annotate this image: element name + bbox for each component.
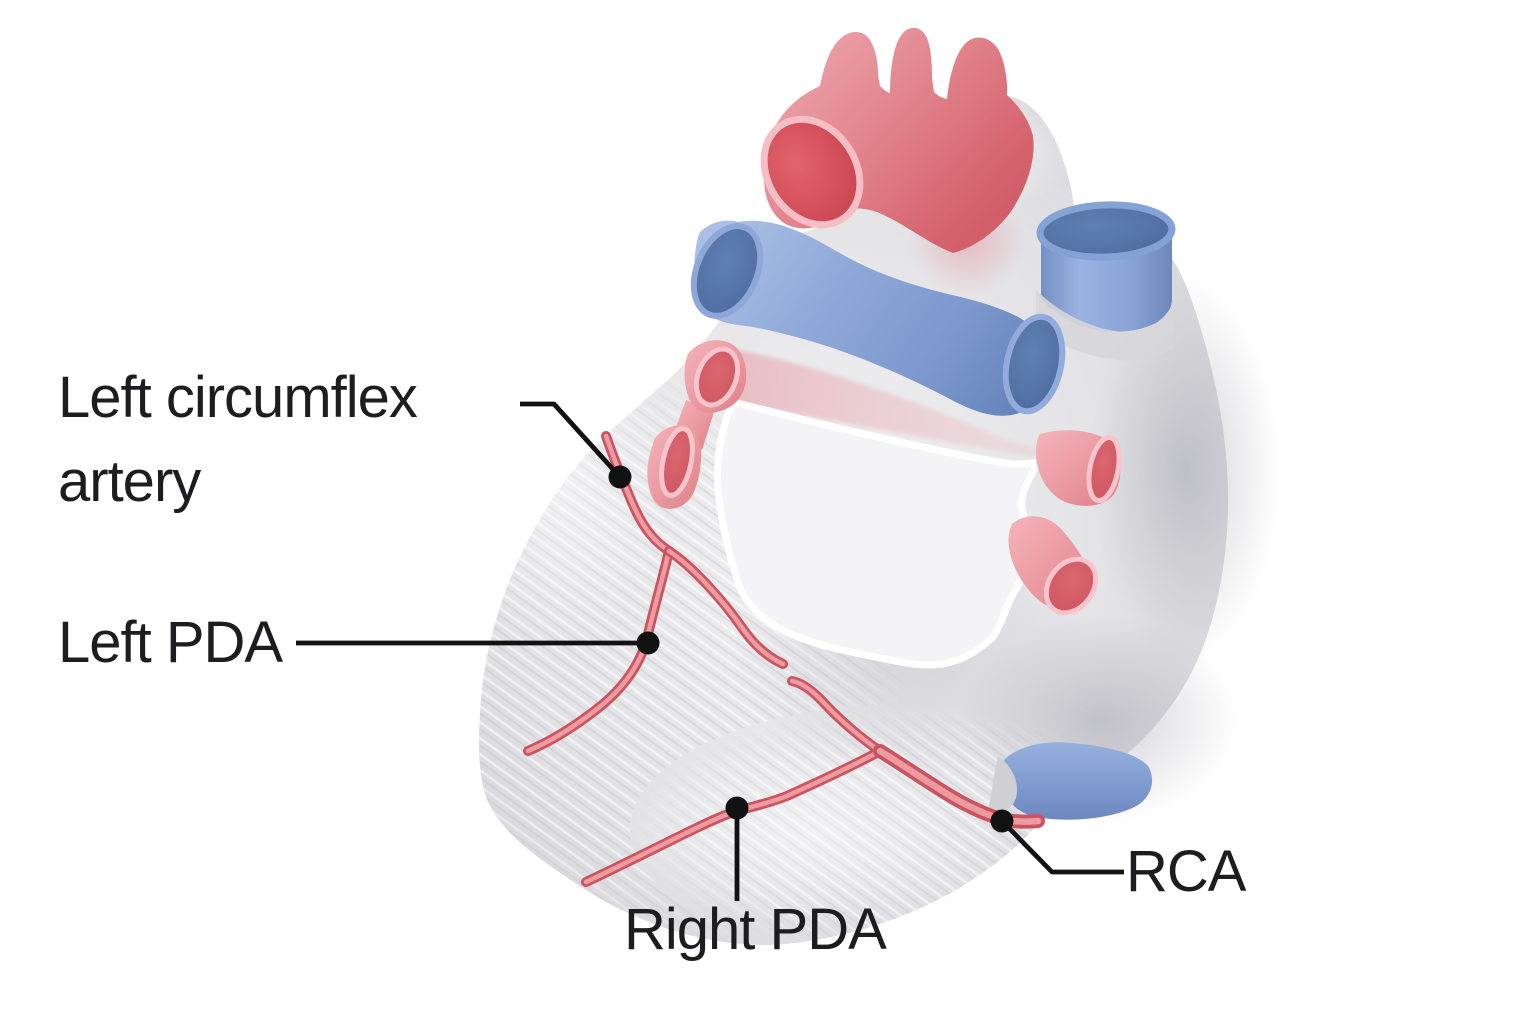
left-atrium-opened <box>714 398 1042 669</box>
left-circumflex-artery <box>523 431 674 756</box>
aorta <box>760 27 1034 253</box>
leader-lines <box>296 401 1124 901</box>
label-left-pda: Left PDA <box>58 610 283 675</box>
atrium-roof-cut-edge <box>726 348 1104 468</box>
pulmonary-artery <box>690 220 1066 416</box>
leader-rca <box>1000 819 1124 875</box>
pulmonary-artery-cut-right <box>1002 313 1066 415</box>
pulmonary-artery-cut-left <box>690 223 764 319</box>
label-left-circumflex-line2: artery <box>58 449 201 514</box>
circumflex-marginal-branch <box>664 546 788 669</box>
left-pulmonary-veins <box>647 340 747 509</box>
dot-rca <box>990 809 1014 833</box>
heart-edge-over-ivc <box>988 756 1018 812</box>
label-left-circumflex-line1: Left circumflex <box>58 365 418 430</box>
leader-left-circumflex <box>520 401 622 479</box>
label-left-circumflex-artery: Left circumflex artery <box>58 356 418 524</box>
leader-dots <box>608 465 1014 833</box>
label-right-pda: Right PDA <box>624 897 887 962</box>
heart-edge-over-svc <box>1036 290 1174 361</box>
right-pulmonary-veins <box>1008 430 1122 616</box>
dot-left-circumflex <box>608 465 632 489</box>
label-rca: RCA <box>1126 839 1246 904</box>
rca-artery <box>873 744 1045 829</box>
superior-vena-cava <box>1036 201 1176 361</box>
dot-right-pda <box>725 796 749 820</box>
inferior-vena-cava <box>988 742 1153 820</box>
aorta-opening <box>760 115 864 229</box>
dot-left-pda <box>636 631 660 655</box>
